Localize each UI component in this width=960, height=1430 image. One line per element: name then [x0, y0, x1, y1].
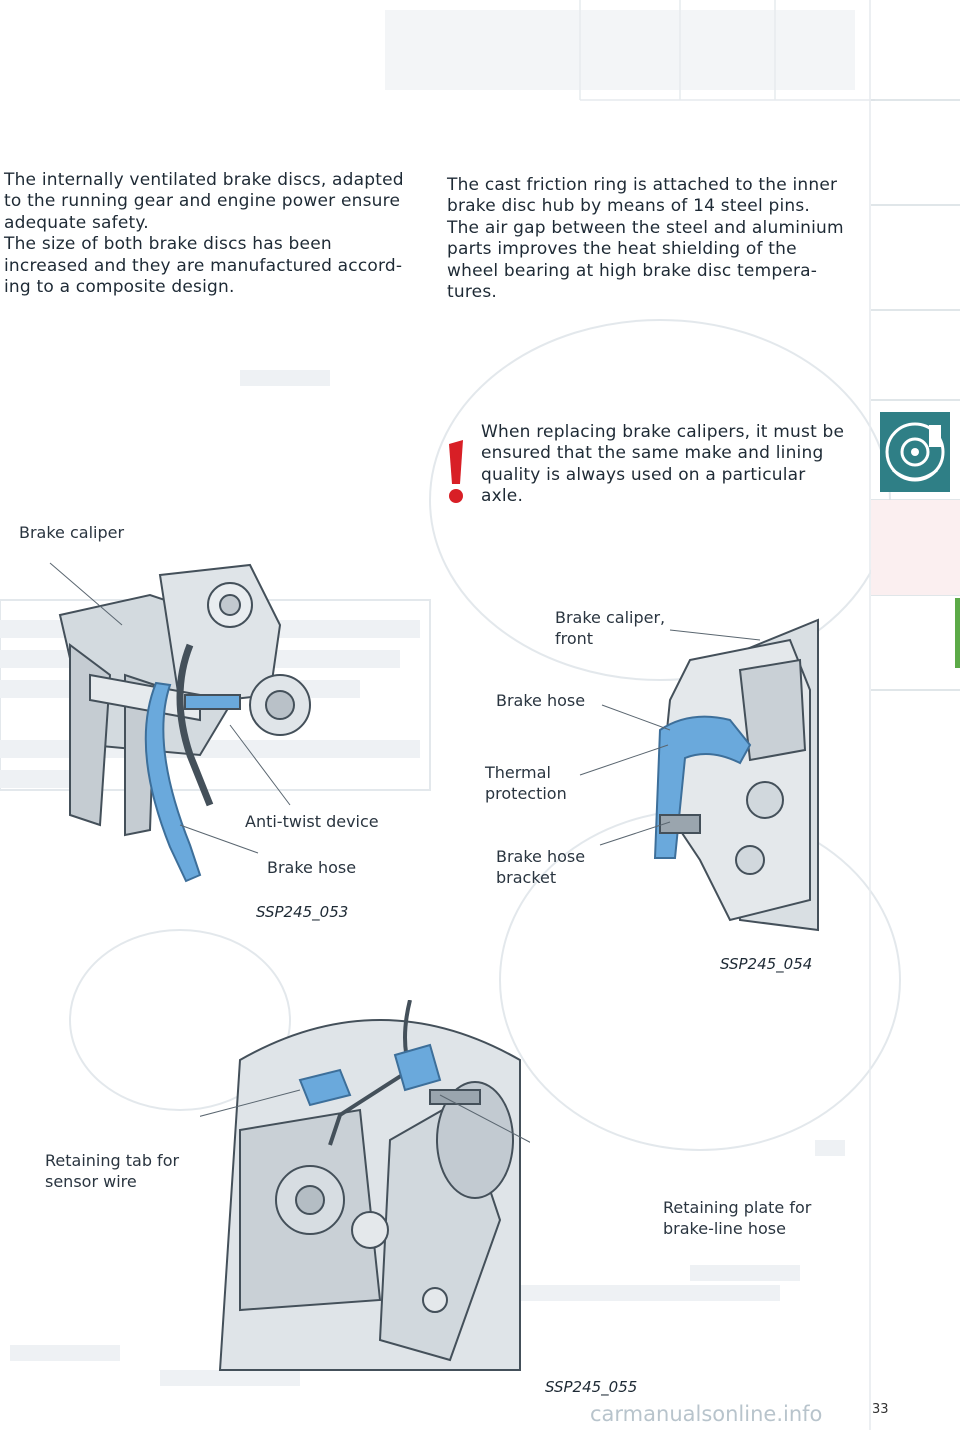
figure-caption-055: SSP245_055: [545, 1378, 638, 1396]
text-line: wheel bearing at high brake disc tempera…: [447, 260, 818, 281]
intro-paragraph-left: The internally ventilated brake discs, a…: [4, 170, 404, 298]
label-thermal-protection: Thermal protection: [485, 762, 567, 804]
text-line: The air gap between the steel and alumin…: [447, 217, 844, 238]
label-brake-caliper: Brake caliper: [19, 523, 125, 542]
text-line: brake disc hub by means of 14 steel pins…: [447, 196, 811, 217]
figure-caption-054: SSP245_054: [720, 955, 813, 973]
label-retaining-tab: Retaining tab for sensor wire: [45, 1150, 179, 1192]
label-retaining-plate: Retaining plate for brake-line hose: [663, 1197, 811, 1239]
label-line: protection: [485, 784, 567, 803]
label-line: brake-line hose: [663, 1219, 786, 1238]
label-line: Retaining tab for: [45, 1151, 180, 1170]
text-line: increased and they are manufactured acco…: [4, 255, 403, 276]
brake-caliper-illustration-053: [49, 562, 311, 883]
text-line: parts improves the heat shielding of the: [447, 239, 797, 260]
section-tabs: [871, 99, 960, 691]
label-line: Retaining plate for: [663, 1198, 812, 1217]
text-line: ing to a composite design.: [4, 277, 235, 298]
label-brake-hose: Brake hose: [267, 858, 357, 877]
watermark: carmanualsonline.info: [590, 1402, 823, 1426]
label-line: Brake caliper,: [555, 608, 666, 627]
text-line: The internally ventilated brake discs, a…: [4, 170, 404, 190]
label-brake-caliper-front: Brake caliper, front: [555, 607, 665, 649]
text-line: ensured that the same make and lining: [481, 443, 824, 464]
warning-note: When replacing brake calipers, it must b…: [481, 422, 844, 508]
text-line: The size of both brake discs has been: [4, 234, 332, 255]
brake-section-icon: [880, 412, 950, 492]
text-line: axle.: [481, 486, 524, 507]
label-brake-hose-bracket: Brake hose bracket: [496, 846, 585, 888]
figure-caption-053: SSP245_053: [256, 903, 349, 921]
text-line: quality is always used on a particular: [481, 464, 806, 485]
wheel-bearing-illustration-055: [200, 1000, 530, 1371]
page-number: 33: [872, 1402, 889, 1417]
text-line: The cast friction ring is attached to th…: [447, 175, 838, 195]
label-line: front: [555, 629, 594, 648]
label-line: bracket: [496, 868, 557, 887]
label-line: Thermal: [485, 763, 551, 782]
brake-caliper-illustration-054: [579, 618, 819, 932]
text-line: adequate safety.: [4, 212, 149, 233]
label-brake-hose-054: Brake hose: [496, 691, 586, 710]
label-anti-twist-device: Anti-twist device: [245, 812, 379, 831]
intro-paragraph-right: The cast friction ring is attached to th…: [447, 175, 844, 303]
text-line: When replacing brake calipers, it must b…: [481, 422, 845, 442]
label-line: sensor wire: [45, 1172, 137, 1191]
text-line: to the running gear and engine power ens…: [4, 191, 401, 212]
exclamation-icon: [449, 440, 463, 503]
text-line: tures.: [447, 282, 497, 303]
label-line: Brake hose: [496, 847, 586, 866]
